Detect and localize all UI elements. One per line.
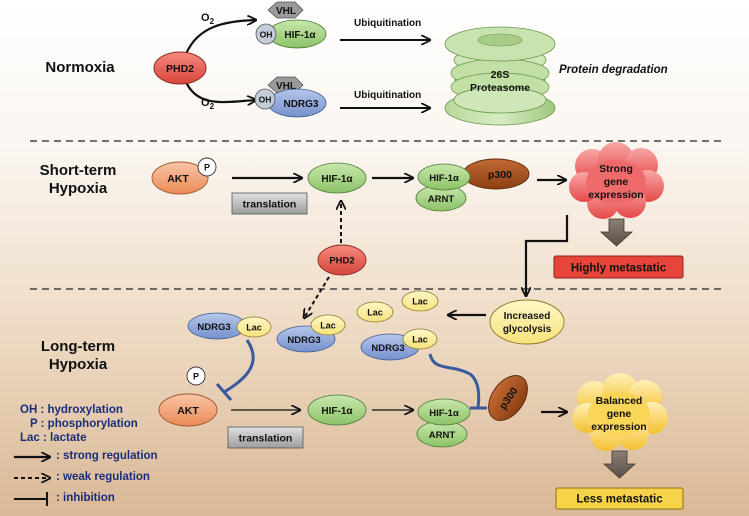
akt-node-short — [151, 161, 209, 195]
hif1a-label-short: HIF-1α — [321, 174, 353, 185]
ubiquitination-label-top: Ubiquitination — [354, 18, 421, 29]
p300-label-short: p300 — [488, 169, 512, 181]
hif1a-label-complex-long: HIF-1α — [429, 408, 459, 419]
section-normoxia: Normoxia — [20, 59, 140, 77]
section-short-term-hypoxia: Short-term Hypoxia — [18, 162, 138, 198]
o2-label-bottom: O2 — [201, 97, 215, 111]
vhl-node-top — [267, 1, 304, 19]
block-arrow-highly-metastatic — [599, 218, 634, 247]
highly-metastatic-label: Highly metastatic — [571, 263, 667, 275]
lac-label-middle: Lac — [320, 321, 336, 331]
arrow-phd2-to-ndrg3 — [304, 276, 330, 318]
highly-metastatic-box — [553, 255, 684, 279]
lac-node-free-2 — [356, 301, 394, 323]
akt-label-short: AKT — [167, 173, 189, 185]
inhibition-ndrg3-to-akt — [223, 339, 255, 394]
proteasome-label-line2: Proteasome — [470, 82, 530, 94]
lac-label-left: Lac — [246, 323, 262, 333]
strong-expression-cloud — [569, 142, 664, 219]
phd2-label-hypoxia: PHD2 — [329, 256, 354, 267]
arnt-label-short: ARNT — [428, 194, 455, 205]
hif1a-label-long: HIF-1α — [321, 406, 353, 417]
o2-label-top: O2 — [201, 12, 215, 26]
strong-expression-line3: expression — [588, 189, 643, 201]
balanced-expression-line1: Balanced — [596, 395, 643, 407]
inhibition-ndrg3-to-p300 — [428, 353, 481, 409]
long-term-line1: Long-term — [40, 338, 116, 355]
legend-inhibition: : inhibition — [56, 492, 115, 504]
increased-glycolysis-line2: glycolysis — [503, 324, 552, 335]
short-term-line1: Short-term — [39, 162, 117, 179]
legend-lactate: Lac : lactate — [20, 432, 87, 444]
phd2-node-hypoxia — [317, 244, 367, 276]
strong-expression-line1: Strong — [599, 163, 633, 175]
hif1a-node-short — [307, 162, 367, 194]
lac-label-free-1: Lac — [412, 297, 428, 307]
proteasome-label-line1: 26S — [491, 69, 510, 81]
strong-expression-line2: gene — [604, 176, 629, 188]
legend-phosphorylation: P : phosphorylation — [30, 418, 138, 430]
increased-glycolysis-line1: Increased — [504, 311, 551, 322]
hif1a-label-complex-short: HIF-1α — [429, 173, 459, 184]
legend-weak-regulation: : weak regulation — [56, 471, 150, 483]
oh-node-bottom — [254, 88, 276, 110]
phospho-label-long: P — [193, 372, 199, 382]
hif1a-node-long — [307, 394, 367, 426]
normoxia-label: Normoxia — [45, 59, 115, 76]
akt-label-long: AKT — [177, 405, 199, 417]
akt-node-long — [158, 393, 218, 427]
ndrg3-label-right: NDRG3 — [371, 343, 404, 354]
lac-node-middle — [310, 314, 346, 336]
phd2-node-normoxia — [153, 51, 207, 85]
lac-node-left — [236, 316, 272, 338]
long-term-line2: Hypoxia — [48, 356, 108, 373]
arnt-label-long: ARNT — [429, 430, 456, 441]
proteasome-icon — [444, 26, 556, 126]
section-long-term-hypoxia: Long-term Hypoxia — [18, 338, 138, 374]
ndrg3-label-left: NDRG3 — [197, 322, 230, 333]
arrow-phd2-to-vhl-hif — [184, 20, 256, 55]
p300-node-long: p300 — [488, 375, 528, 421]
increased-glycolysis-node — [489, 299, 565, 345]
short-term-line2: Hypoxia — [48, 180, 108, 197]
lac-node-free-1 — [401, 290, 439, 312]
oh-node-top — [255, 23, 277, 45]
translation-label-long: translation — [239, 433, 293, 445]
phospho-label-short: P — [204, 163, 210, 173]
block-arrow-less-metastatic — [602, 450, 637, 479]
less-metastatic-label: Less metastatic — [576, 494, 663, 506]
translation-box-short — [231, 192, 308, 215]
legend-strong-regulation: : strong regulation — [56, 450, 158, 462]
ndrg3-label-normoxia: NDRG3 — [283, 99, 318, 110]
balanced-expression-cloud — [572, 373, 668, 451]
phospho-node-short — [197, 157, 217, 177]
lac-label-right: Lac — [412, 335, 428, 345]
arrow-expression-to-glycolysis — [526, 215, 569, 296]
oh-label-top: OH — [260, 30, 273, 40]
hif1a-label-normoxia: HIF-1α — [284, 30, 316, 41]
arrow-phd2-to-vhl-ndrg3 — [185, 81, 256, 102]
balanced-expression-line3: expression — [591, 421, 646, 433]
translation-box-long — [227, 426, 304, 449]
vhl-label-bottom: VHL — [276, 81, 296, 92]
legend-oh: OH : hydroxylation — [20, 404, 123, 416]
phospho-node-long — [186, 366, 206, 386]
vhl-label-top: VHL — [276, 6, 296, 17]
ndrg3-label-middle: NDRG3 — [287, 335, 320, 346]
less-metastatic-box — [555, 487, 684, 510]
hif1a-node-complex-short — [417, 163, 471, 191]
lac-node-right — [402, 328, 438, 350]
inhibition-bar-akt — [215, 383, 233, 401]
translation-label-short: translation — [243, 199, 297, 211]
ubiquitination-label-bottom: Ubiquitination — [354, 90, 421, 101]
phd2-label-normoxia: PHD2 — [166, 63, 194, 75]
lac-label-free-2: Lac — [367, 308, 383, 318]
balanced-expression-line2: gene — [607, 408, 632, 420]
oh-label-bottom: OH — [259, 95, 272, 105]
hif1a-node-complex-long — [417, 398, 471, 426]
protein-degradation-label: Protein degradation — [559, 64, 668, 76]
